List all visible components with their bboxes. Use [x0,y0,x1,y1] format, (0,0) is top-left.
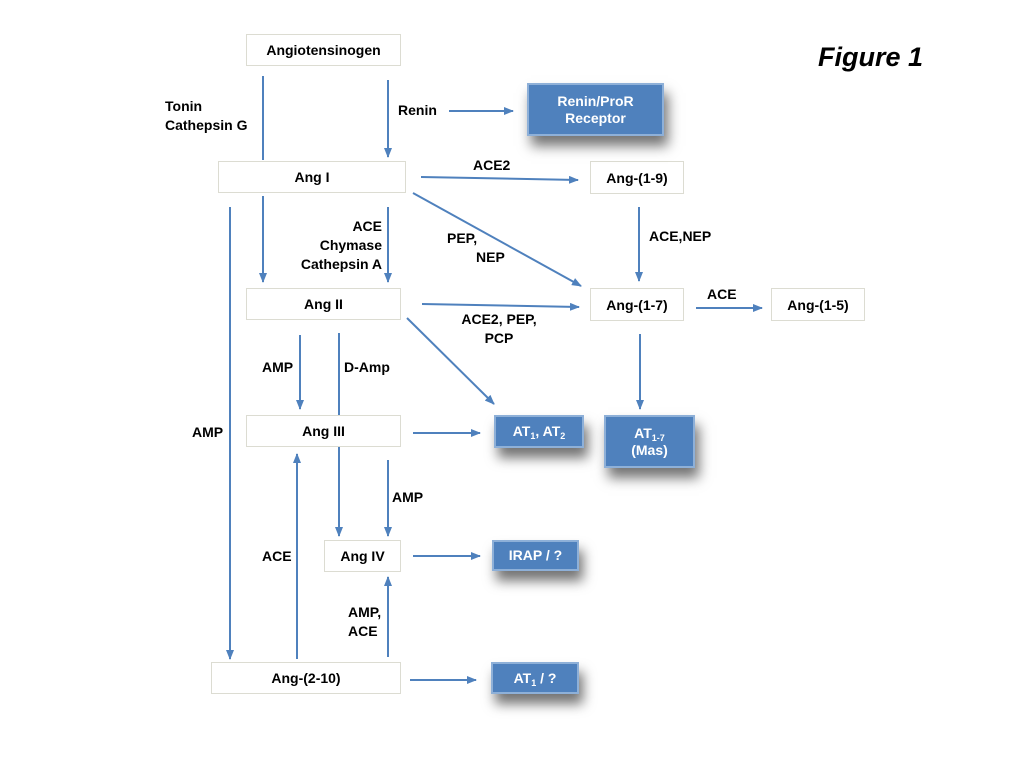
arrow-angi-ang19 [420,175,579,184]
receptor-at1-q: AT1 / ? [491,662,579,694]
receptor-at1-7-line2: (Mas) [631,441,668,458]
node-ang-iv: Ang IV [324,540,401,572]
label-ace-chymase-cathepsin: ACE Chymase Cathepsin A [282,217,382,274]
arrow-angii-ang17 [421,302,580,311]
label-ace2-pep: ACE2, PEP, [461,311,537,327]
label-nep: NEP [476,249,505,265]
label-ace2-top: ACE2 [473,157,511,173]
label-ace-bottom: ACE [348,623,378,639]
label-ace2-pep-pcp: ACE2, PEP, PCP [449,310,549,348]
receptor-renin-pror-line1: Renin/ProR [557,92,634,109]
label-cathepsin-g: Cathepsin G [165,117,248,133]
label-ace-to-1-5: ACE [707,286,737,302]
receptor-at1-7-mas: AT1-7 (Mas) [604,415,695,468]
label-ace-nep: ACE,NEP [649,228,712,244]
receptor-at1-q-label: AT1 / ? [513,669,557,688]
label-ace-2-10-iii: ACE [262,548,292,564]
node-ang-iii: Ang III [246,415,401,447]
receptor-at1-at2-label: AT1, AT2 [512,423,566,441]
label-amp-iii-iv: AMP [392,489,424,505]
receptor-irap-label: IRAP / ? [508,547,563,563]
node-ang-2-10: Ang-(2-10) [211,662,401,694]
node-ang-i: Ang I [218,161,406,193]
label-ace: ACE [352,218,382,234]
receptor-at1-7-line1: AT1-7 [634,424,665,443]
label-tonin: Tonin [165,98,203,114]
receptor-irap: IRAP / ? [492,540,579,571]
receptor-renin-pror-line2: Receptor [565,109,626,126]
node-ang-1-9: Ang-(1-9) [590,161,684,194]
label-amp-comma: AMP, [348,604,382,620]
node-ang-1-7: Ang-(1-7) [590,288,684,321]
label-pep: PEP, [447,230,478,246]
arrow-angi-ang17 [412,192,582,287]
label-amp-left: AMP [262,359,294,375]
receptor-renin-pror: Renin/ProR Receptor [527,83,664,136]
node-ang-ii: Ang II [246,288,401,320]
label-tonin-cathepsin: Tonin Cathepsin G [165,97,247,135]
figure-title: Figure 1 [818,42,924,72]
label-amp-ace: AMP, ACE [348,603,381,641]
arrow-angii-at1at2 [406,317,495,405]
label-amp-long: AMP [192,424,224,440]
node-ang-1-5: Ang-(1-5) [771,288,865,321]
label-pep-nep: PEP, NEP [447,229,505,267]
label-renin: Renin [398,102,437,118]
label-cathepsin-a: Cathepsin A [300,256,382,272]
label-d-amp: D-Amp [344,359,390,375]
label-chymase: Chymase [319,237,382,253]
receptor-at1-at2: AT1, AT2 [494,415,584,448]
label-pcp: PCP [484,330,514,346]
node-angiotensinogen: Angiotensinogen [246,34,401,66]
